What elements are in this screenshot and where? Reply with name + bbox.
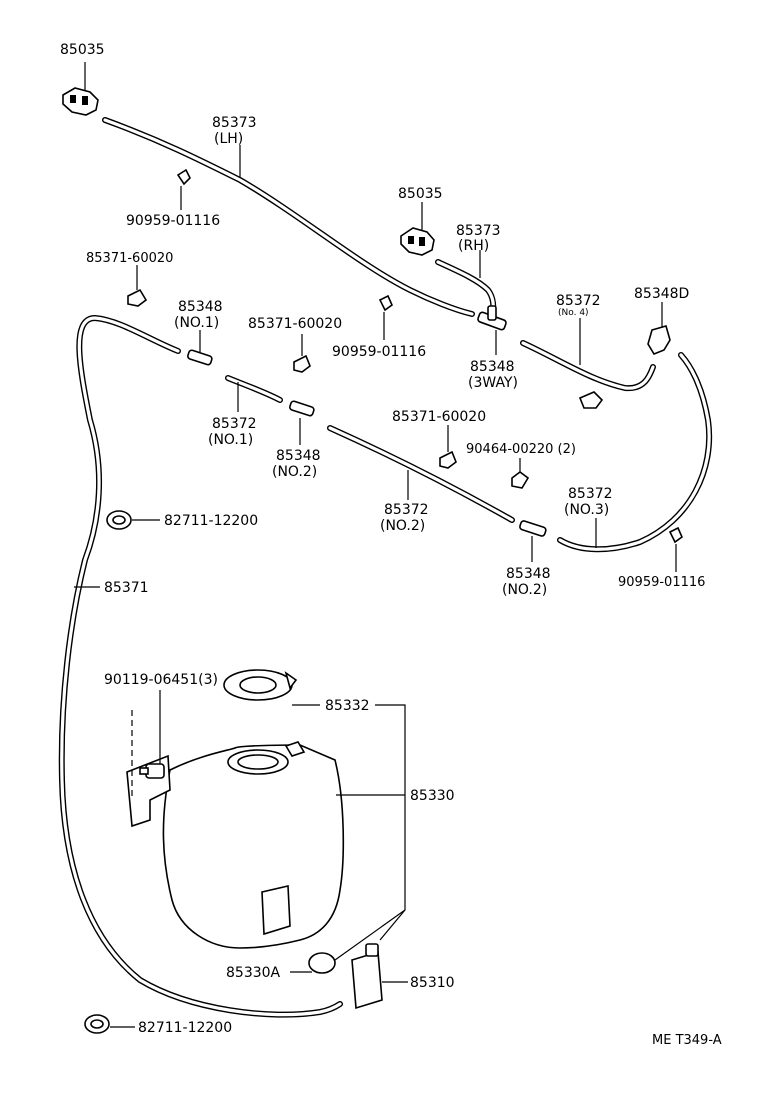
connector-85348-no1 [187,330,213,366]
hose-85371 [58,315,343,1018]
label-85330: 85330 [410,788,455,804]
washer-tank-85330 [126,741,405,949]
label-85372-no1-sub: (NO.1) [208,432,253,448]
clip-90464 [511,458,530,489]
label-85348-no1-sub: (NO.1) [174,315,219,331]
clamp-85371-60020-c [439,425,457,469]
clamp-85371-60020-a [127,265,148,307]
bracket-85332-b [379,909,406,941]
clamp-under-no4 [578,391,604,409]
label-85372-no3-sub: (NO.3) [564,502,609,518]
hose-85372-no2 [327,425,515,523]
label-85372-no2: 85372 [384,502,429,518]
label-85348-no2-a-sub: (NO.2) [272,464,317,480]
label-85348d: 85348D [634,286,689,302]
label-85371-60020-c: 85371-60020 [392,409,486,425]
label-85372-no3: 85372 [568,486,613,502]
label-85372-no4-sub: (No. 4) [558,308,589,318]
label-85348-no2-a: 85348 [276,448,321,464]
label-85332: 85332 [325,698,370,714]
label-90959-a: 90959-01116 [126,213,220,229]
hose-85372-no1 [225,375,283,403]
label-82711-a: 82711-12200 [164,513,258,529]
label-90119: 90119-06451(3) [104,672,218,688]
hose-85372-no3 [557,352,713,553]
label-85310: 85310 [410,975,455,991]
clamp-82711-b [84,1014,135,1034]
bolt-90119 [131,690,165,800]
connector-85348-no2-a [289,400,315,417]
clip-90959-a [176,168,191,210]
label-85035-mid: 85035 [398,186,443,202]
clamp-85371-60020-b [293,334,311,373]
label-85373-lh-sub: (LH) [214,131,243,147]
label-90464: 90464-00220 (2) [466,442,576,457]
label-85372-no2-sub: (NO.2) [380,518,425,534]
label-85035-top: 85035 [60,42,105,58]
bracket-85332 [334,704,406,961]
label-85372-no4: 85372 [556,293,601,309]
label-85330a: 85330A [226,965,281,981]
label-85372-no1: 85372 [212,416,257,432]
connector-85348d [647,302,671,355]
label-85348-3way-sub: (3WAY) [468,375,518,391]
clip-90959-c [668,526,683,572]
hose-85373-lh [102,117,475,317]
label-85373-rh-sub: (RH) [458,238,489,254]
connector-85348-no2-b [519,520,547,562]
pump-85310 [351,943,408,1010]
label-82711-b: 82711-12200 [138,1020,232,1036]
cap-85332 [223,669,320,706]
label-85348-no1: 85348 [178,299,223,315]
label-90959-b: 90959-01116 [332,344,426,360]
label-85348-3way: 85348 [470,359,515,375]
label-90959-c: 90959-01116 [618,575,705,590]
grommet-85330a [290,952,336,974]
diagram-code: ME T349-A [652,1033,722,1048]
nozzle-85035-mid [400,202,435,256]
label-85371-60020-a: 85371-60020 [86,251,173,266]
hose-85372-no4 [520,340,656,392]
connector-85348-3way [477,305,507,355]
clamp-82711-a [106,510,160,530]
label-85348-no2-b: 85348 [506,566,551,582]
clip-90959-b [378,294,393,340]
label-85373-rh: 85373 [456,223,501,239]
label-85371: 85371 [104,580,149,596]
label-85371-60020-b: 85371-60020 [248,316,342,332]
nozzle-85035-top [62,62,99,116]
label-85348-no2-b-sub: (NO.2) [502,582,547,598]
label-85373-lh: 85373 [212,115,257,131]
